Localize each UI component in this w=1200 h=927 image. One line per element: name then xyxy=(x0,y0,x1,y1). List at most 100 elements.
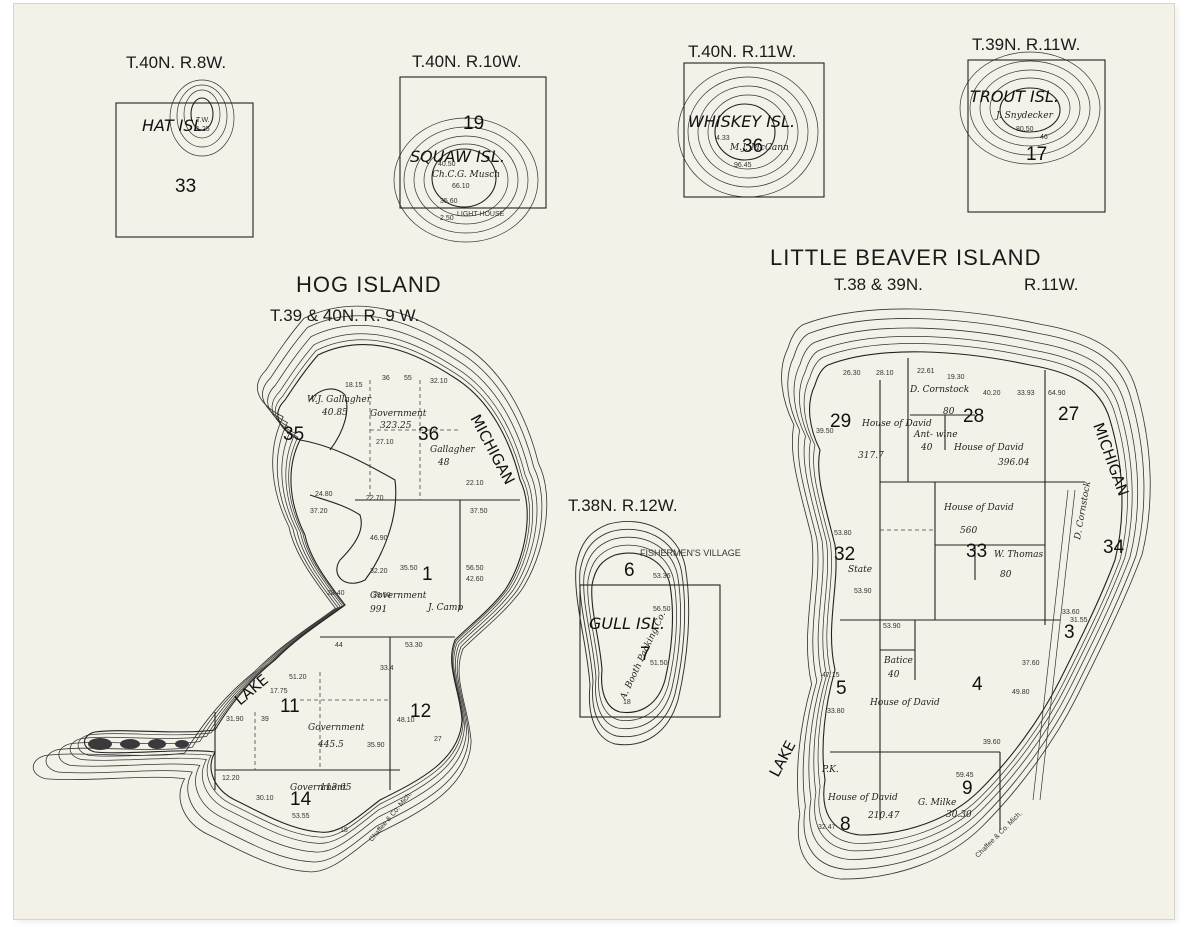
whiskey-owner: M.J. McCann xyxy=(729,143,789,153)
lb-fig-14: 37.60 xyxy=(1022,660,1040,667)
hog-owner-0: W.J. Gallagher xyxy=(307,395,372,405)
trout-township: T.39N. R.11W. xyxy=(972,35,1080,54)
lb-fig-6: 64.90 xyxy=(1048,390,1066,397)
hog-owner-3-value: 991 xyxy=(370,605,387,615)
lb-range: R.11W. xyxy=(1024,275,1078,294)
lb-owner-1-value: 80 xyxy=(943,407,955,417)
hog-fig-16: 28.40 xyxy=(327,590,345,597)
hog-fig-20: 33.4 xyxy=(380,665,394,672)
lb-fig-16: 59.45 xyxy=(956,772,974,779)
trout-section: 17 xyxy=(1026,144,1047,165)
gull-village: FISHERMEN'S VILLAGE xyxy=(640,548,741,558)
hog-owner-2: Gallagher xyxy=(430,445,476,455)
hog-fig-0: 18.15 xyxy=(345,382,363,389)
whiskey-section: 36 xyxy=(742,136,763,157)
squaw-section-box xyxy=(399,76,547,209)
hog-section-14: 14 xyxy=(290,789,312,810)
lb-fig-2: 22.61 xyxy=(917,368,935,375)
hog-section-lines xyxy=(214,380,520,790)
hog-owner-3: Government xyxy=(370,591,427,601)
hog-credit: Chaffee & Co. Mich. xyxy=(368,791,414,843)
lb-fig-17: 32.47 xyxy=(818,824,836,831)
hog-fig-23: 35.90 xyxy=(367,742,385,749)
hog-section-12: 12 xyxy=(410,701,431,722)
lb-fig-12: 33.60 xyxy=(1062,609,1080,616)
squaw-fig-0: 40.50 xyxy=(438,161,456,168)
lb-owner-4-value: 560 xyxy=(960,526,977,536)
lb-fig-18: 33.80 xyxy=(827,708,845,715)
lb-fig-10: 53.90 xyxy=(883,623,901,630)
squaw-fig-2: 35.60 xyxy=(440,198,458,205)
lb-fig-11: 47.15 xyxy=(822,672,840,679)
trout-fig-0: 80.50 xyxy=(1016,126,1034,133)
squaw-owner: Ch.C.G. Musch xyxy=(432,170,500,180)
hog-owner-4-value: 445.5 xyxy=(317,740,344,750)
lb-owner-7-value: 40 xyxy=(887,670,900,680)
lb-section-34: 34 xyxy=(1103,537,1125,558)
hog-owner-1-value: 323.25 xyxy=(380,421,412,431)
lb-fig-3: 19.30 xyxy=(947,374,965,381)
hog-owner-4: Government xyxy=(308,723,365,733)
lb-section-8: 8 xyxy=(840,814,851,835)
hog-section-11: 11 xyxy=(280,696,300,717)
lb-owner-0: House of David xyxy=(861,419,932,429)
whiskey-township: T.40N. R.11W. xyxy=(688,42,796,61)
hog-fig-27: 12.20 xyxy=(222,775,240,782)
squaw-section: 19 xyxy=(463,113,484,134)
squaw-island-contours xyxy=(393,117,539,243)
hog-fig-6: 24.80 xyxy=(315,491,333,498)
lb-section-3: 3 xyxy=(1064,622,1075,643)
hog-fig-14: 32.20 xyxy=(370,568,388,575)
whiskey-section-box xyxy=(683,62,825,198)
hog-fig-7: 22.70 xyxy=(366,495,384,502)
hog-owner-0-value: 40.85 xyxy=(321,408,348,418)
gull-section-box xyxy=(579,584,721,718)
lb-owner-10-value: 210.47 xyxy=(867,811,900,821)
hog-fig-25: 39 xyxy=(261,716,269,723)
lb-owner-5: W. Thomas xyxy=(994,550,1044,560)
lb-fig-5: 33.93 xyxy=(1017,390,1035,397)
hog-fig-18: 53.30 xyxy=(405,642,423,649)
trout-fig-1: 46 xyxy=(1040,134,1048,141)
hog-fig-30: 18 xyxy=(340,827,348,834)
hog-fig-9: 46.90 xyxy=(370,535,388,542)
gull-name: GULL ISL. xyxy=(589,614,665,633)
lb-owner-4: House of David xyxy=(943,503,1014,513)
lb-owner-9: P.K. xyxy=(821,765,839,775)
hog-owner-6: J. Camp xyxy=(426,603,463,613)
lb-owner-7: Batice xyxy=(883,656,913,666)
lb-fig-19: 49.80 xyxy=(1012,689,1030,696)
hog-owner-2-value: 48 xyxy=(437,458,450,468)
lb-owner-5-value: 80 xyxy=(1000,570,1012,580)
hog-section-35: 35 xyxy=(283,424,304,445)
lb-owner-11-value: 30.30 xyxy=(946,810,972,820)
squaw-fig-1: 66.10 xyxy=(452,183,470,190)
hog-fig-4: 27.10 xyxy=(376,439,394,446)
lb-owner-6: State xyxy=(848,565,872,575)
gull-fig-1: 56.50 xyxy=(653,606,671,613)
lb-owner-3: House of David xyxy=(953,443,1024,453)
hog-section-1: 1 xyxy=(422,564,433,585)
lb-fig-4: 40.20 xyxy=(983,390,1001,397)
lb-title: LITTLE BEAVER ISLAND xyxy=(770,245,1041,270)
gull-township: T.38N. R.12W. xyxy=(568,496,678,515)
trout-island-contours xyxy=(959,51,1101,165)
lb-figures: 26.30 28.10 22.61 19.30 40.20 33.93 64.9… xyxy=(816,368,1088,831)
lb-section-27: 27 xyxy=(1058,404,1079,425)
hog-township: T.39 & 40N. R. 9 W. xyxy=(270,306,419,325)
lb-fig-0: 26.30 xyxy=(843,370,861,377)
hog-fig-11: 56.50 xyxy=(466,565,484,572)
trout-owner: J. Snydecker xyxy=(994,111,1054,121)
whiskey-name: WHISKEY ISL. xyxy=(688,112,795,131)
gull-fig-3: 18 xyxy=(623,699,631,706)
lb-michigan-label: MICHIGAN xyxy=(1089,420,1132,498)
hat-island-contours xyxy=(169,79,235,157)
hog-figures: 18.15 36 55 32.10 27.10 22.10 24.80 22.7… xyxy=(222,375,488,834)
lb-fig-1: 28.10 xyxy=(876,370,894,377)
lb-owner-1: D. Cornstock xyxy=(909,385,969,395)
trout-section-box xyxy=(967,59,1106,213)
hog-owner-5-value: 113.65 xyxy=(320,783,352,793)
hog-fig-22: 48.10 xyxy=(397,717,415,724)
